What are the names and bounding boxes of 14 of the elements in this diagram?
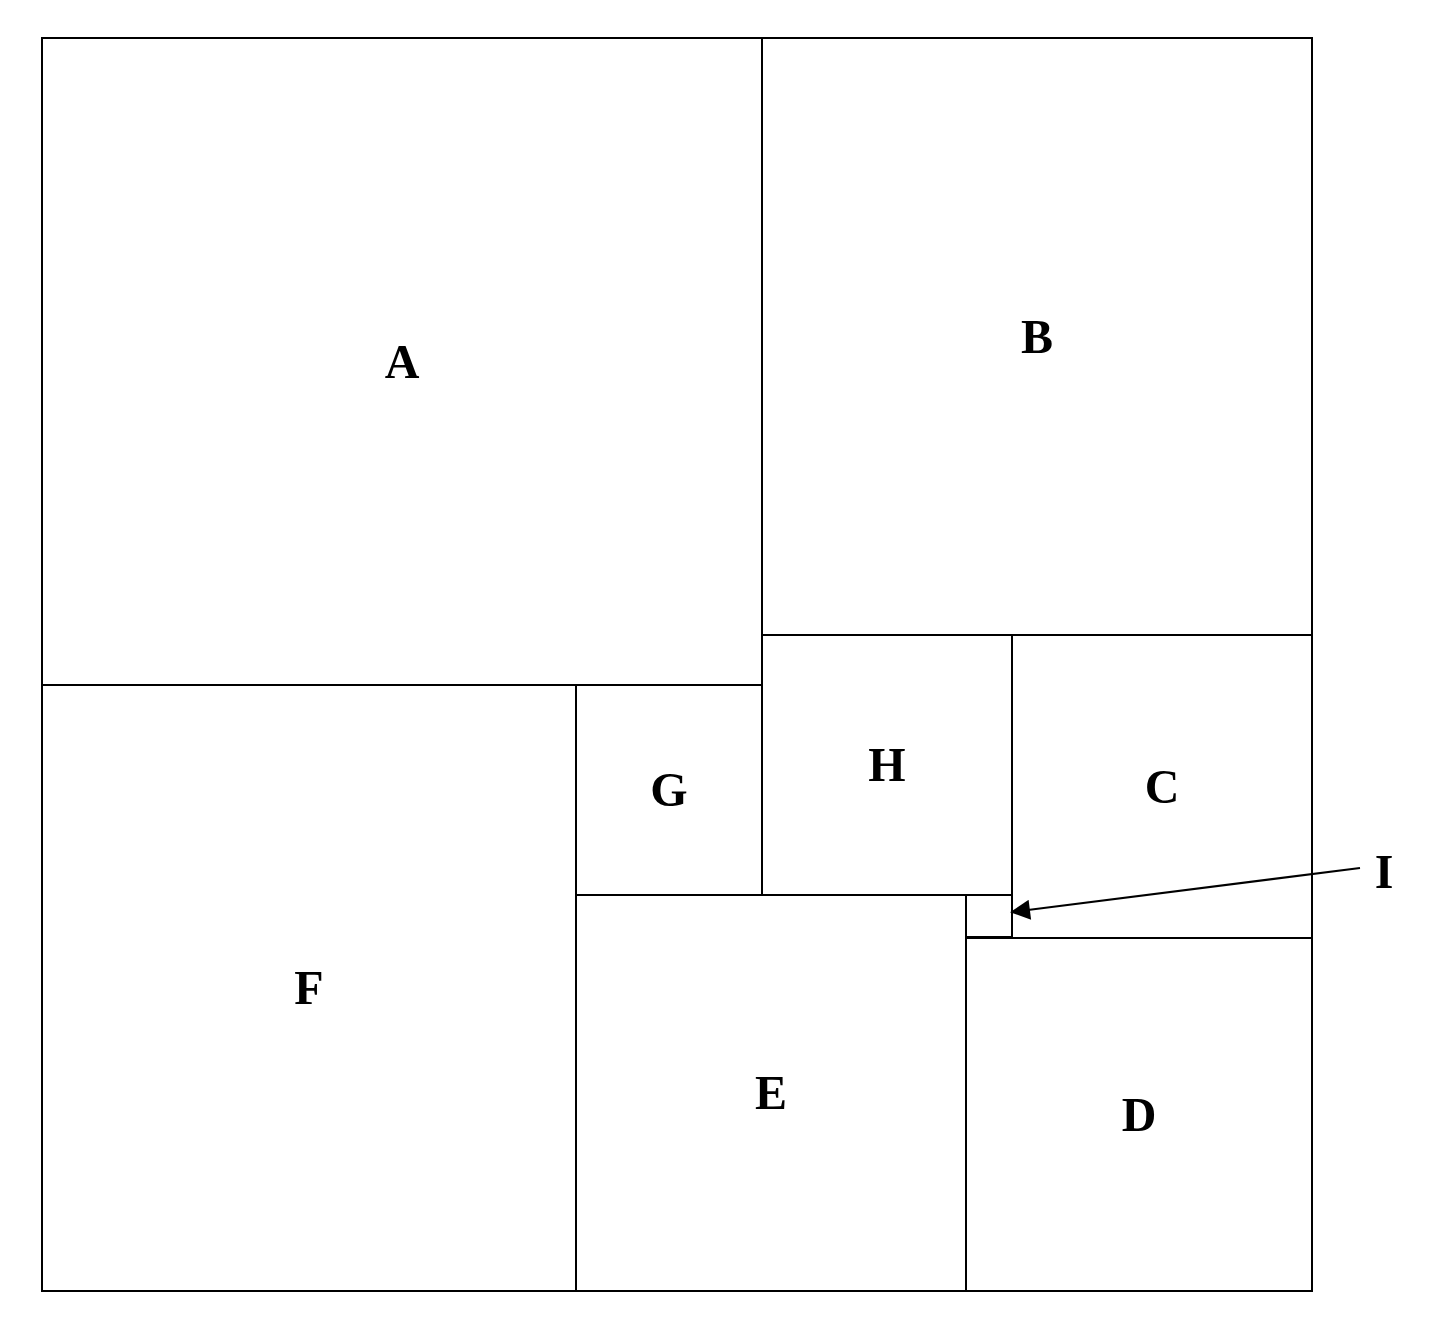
square-region [761, 37, 1313, 636]
square-region [41, 37, 763, 686]
region-letter: G [650, 766, 688, 814]
region-letter: B [1021, 312, 1053, 361]
region-letter: D [1121, 1090, 1157, 1139]
region-letter: C [1144, 762, 1180, 811]
region-letter: E [755, 1069, 787, 1117]
square-region [965, 937, 1313, 1292]
region-letter: A [384, 337, 420, 386]
region-letter: H [868, 741, 906, 789]
square-region [41, 684, 577, 1292]
region-letter: I [1374, 848, 1394, 896]
region-letter: F [294, 964, 324, 1012]
leader-arrow [1010, 867, 1361, 920]
